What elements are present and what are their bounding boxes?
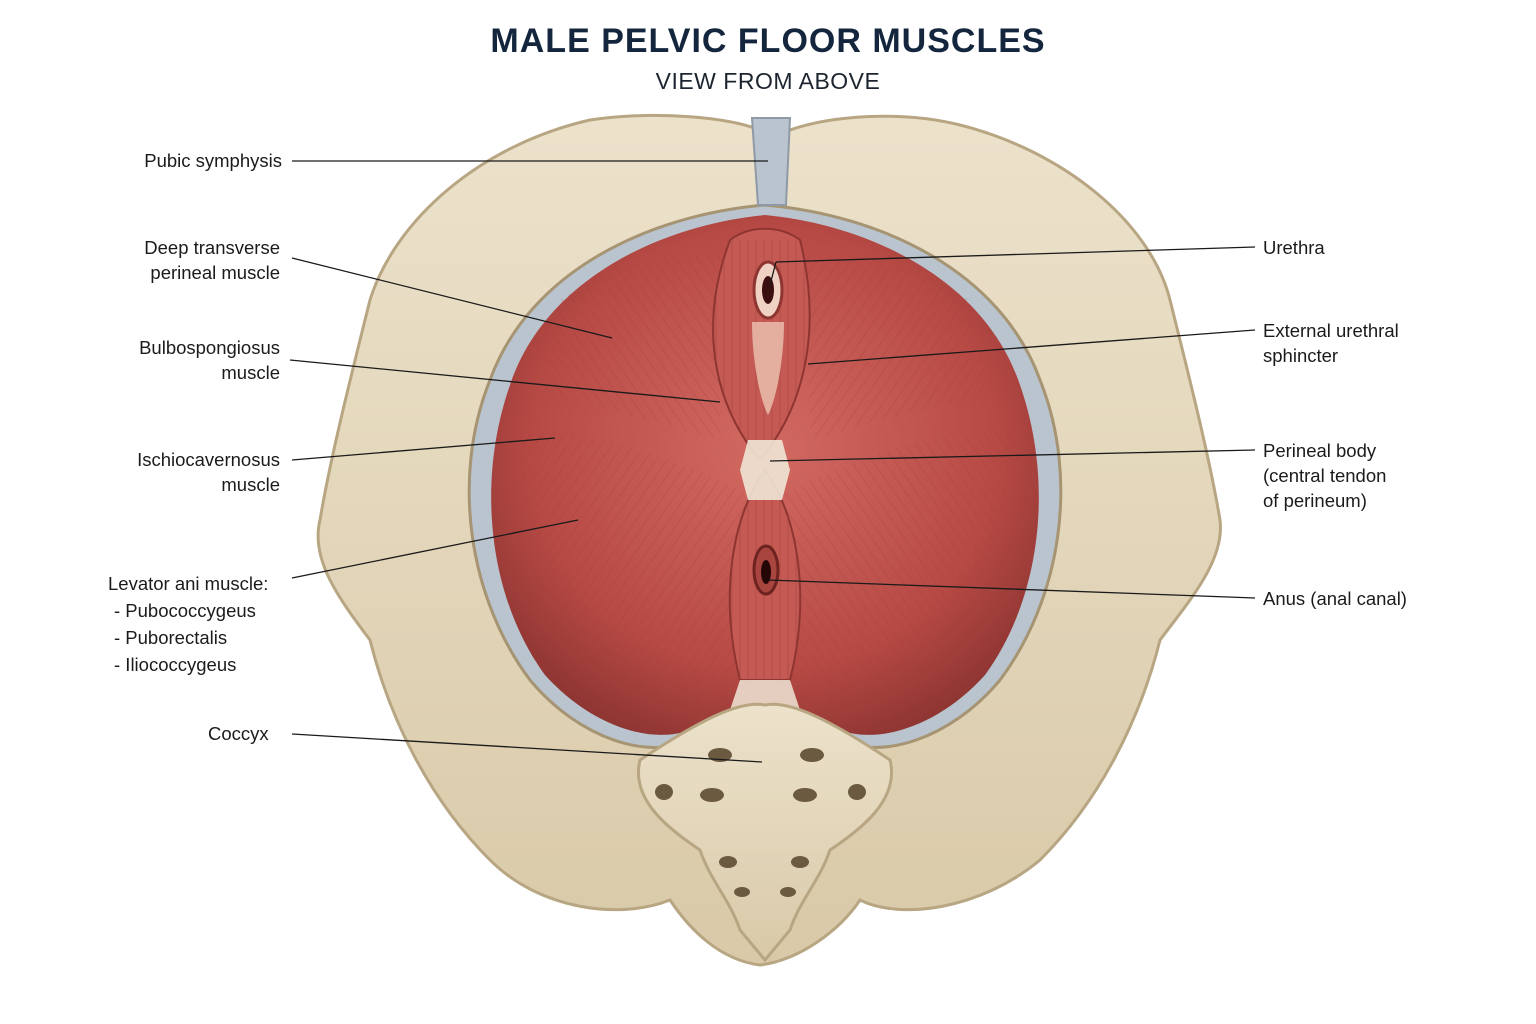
label-anus-anal-canal: Anus (anal canal): [1263, 588, 1407, 609]
deep-transverse-right: [800, 252, 990, 440]
leader-coccyx: [291, 733, 763, 763]
pubic-symphysis: [750, 117, 792, 206]
label-external-urethral-sphincter: External urethral sphincter: [1263, 320, 1399, 366]
label-deep-transverse-perineal-muscle: Deep transverse perineal muscle: [144, 237, 280, 283]
levator-ani-right: [770, 430, 1010, 730]
leader-deep-transverse: [291, 257, 613, 339]
deep-transverse-left: [540, 252, 730, 440]
perineal-body: [740, 440, 790, 500]
diagram-title: MALE PELVIC FLOOR MUSCLES: [490, 22, 1046, 60]
leader-urethra-tail: [769, 261, 777, 286]
leader-external-urethral-sphincter: [807, 329, 1256, 365]
leader-ischiocavernosus: [291, 437, 556, 461]
label-urethra: Urethra: [1263, 237, 1325, 258]
leader-anus: [767, 579, 1256, 599]
levator-ani-left: [520, 430, 760, 730]
sacrum-coccyx: [637, 702, 893, 963]
label-perineal-body: Perineal body (central tendon of perineu…: [1263, 440, 1387, 511]
external-urethral-sphincter: [752, 322, 784, 415]
label-levator-ani-muscle: Levator ani muscle: - Pubococcygeus - Pu…: [108, 573, 269, 675]
leader-bulbospongiosus: [289, 359, 721, 403]
label-ischiocavernosus-muscle: Ischiocavernosus muscle: [137, 449, 280, 495]
leader-urethra: [775, 246, 1256, 263]
leader-perineal-body: [769, 449, 1256, 462]
label-coccyx: Coccyx: [208, 723, 269, 744]
leader-levator-ani: [291, 519, 579, 579]
label-bulbospongiosus-muscle: Bulbospongiosus muscle: [139, 337, 280, 383]
label-pubic-symphysis: Pubic symphysis: [144, 150, 282, 171]
diagram-subtitle: VIEW FROM ABOVE: [655, 68, 881, 94]
